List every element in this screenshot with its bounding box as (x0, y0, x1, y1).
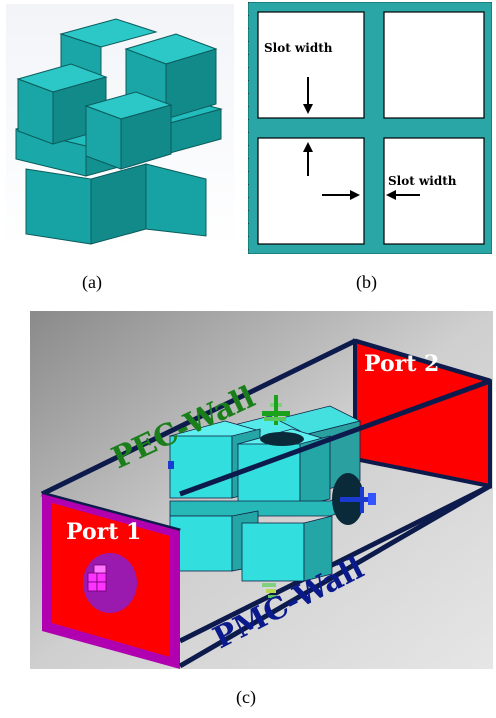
panel-a-3d-blocks (6, 4, 234, 252)
square-bottom-right (383, 137, 485, 245)
left-probe-icon (168, 461, 174, 469)
port-2-label: Port 2 (364, 351, 439, 377)
top-cube-front-right (84, 91, 173, 170)
arrow-right-icon (322, 190, 360, 200)
top-probe-icon (262, 395, 290, 425)
slot-width-label-top: Slot width (264, 41, 333, 55)
panel-b-figure: Slot width Slot width (248, 2, 492, 254)
caption-a: (a) (82, 272, 102, 292)
panel-c-figure: Port 2 (30, 311, 493, 669)
mini-cube-icon (87, 564, 107, 592)
arrow-down-icon (303, 77, 313, 114)
panel-b-top-view: Slot width Slot width (248, 2, 492, 254)
caption-c: (c) (236, 687, 256, 707)
arrow-left-icon (386, 190, 420, 200)
right-probe-icon (340, 487, 376, 513)
panel-c-simulation-setup: Port 2 (30, 311, 493, 669)
port-1-face: Port 1 (42, 494, 180, 669)
arrow-up-icon (303, 142, 313, 176)
panel-a-figure (6, 4, 234, 252)
caption-b: (b) (356, 272, 377, 292)
bottom-probe-icon (262, 583, 276, 598)
slot-width-label-right: Slot width (388, 174, 457, 188)
square-top-left (257, 11, 365, 119)
waveguide-frame-bottom-edge (178, 483, 492, 669)
port-1-label: Port 1 (66, 519, 141, 545)
square-bottom-left (257, 137, 365, 245)
bottom-cube-layer (25, 163, 207, 245)
square-top-right (383, 11, 485, 119)
